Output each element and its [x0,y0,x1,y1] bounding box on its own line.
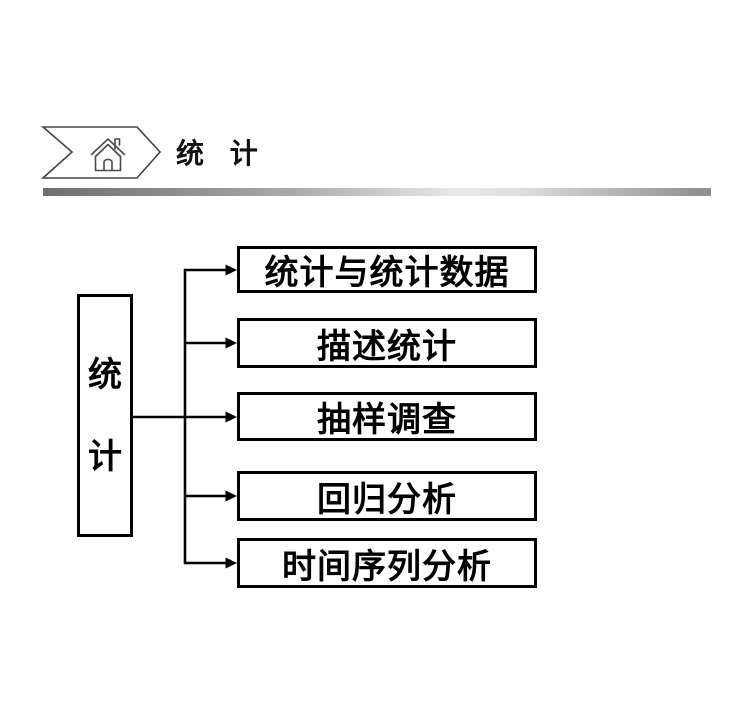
root-node-label: 统 计 [88,355,122,476]
arrowhead-icon [225,411,237,423]
branch-node-label: 描述统计 [317,327,457,366]
arrowhead-icon [225,490,237,502]
branch-node-statistics-and-data: 统计与统计数据 [237,246,537,293]
branch-node-label: 回归分析 [317,480,457,519]
branch-node-label: 抽样调查 [317,401,457,439]
arrowhead-icon [225,337,237,349]
branch-node-label: 统计与统计数据 [264,254,510,292]
arrowhead-icon [225,557,237,569]
root-node: 统 计 [77,294,133,537]
branch-node-descriptive-statistics: 描述统计 [237,318,537,368]
breadcrumb-chevron-shape [40,126,162,179]
arrowhead-icon [225,264,237,276]
page-title: 统 计 [176,138,267,169]
trunk-line [183,268,226,565]
branch-node-label: 时间序列分析 [282,547,492,586]
breadcrumb-banner [40,126,162,179]
divider-bar [43,188,711,196]
home-icon [90,138,126,172]
branch-node-regression-analysis: 回归分析 [237,471,537,521]
branch-node-sampling-survey: 抽样调查 [237,392,537,441]
branch-node-time-series-analysis: 时间序列分析 [237,538,537,588]
